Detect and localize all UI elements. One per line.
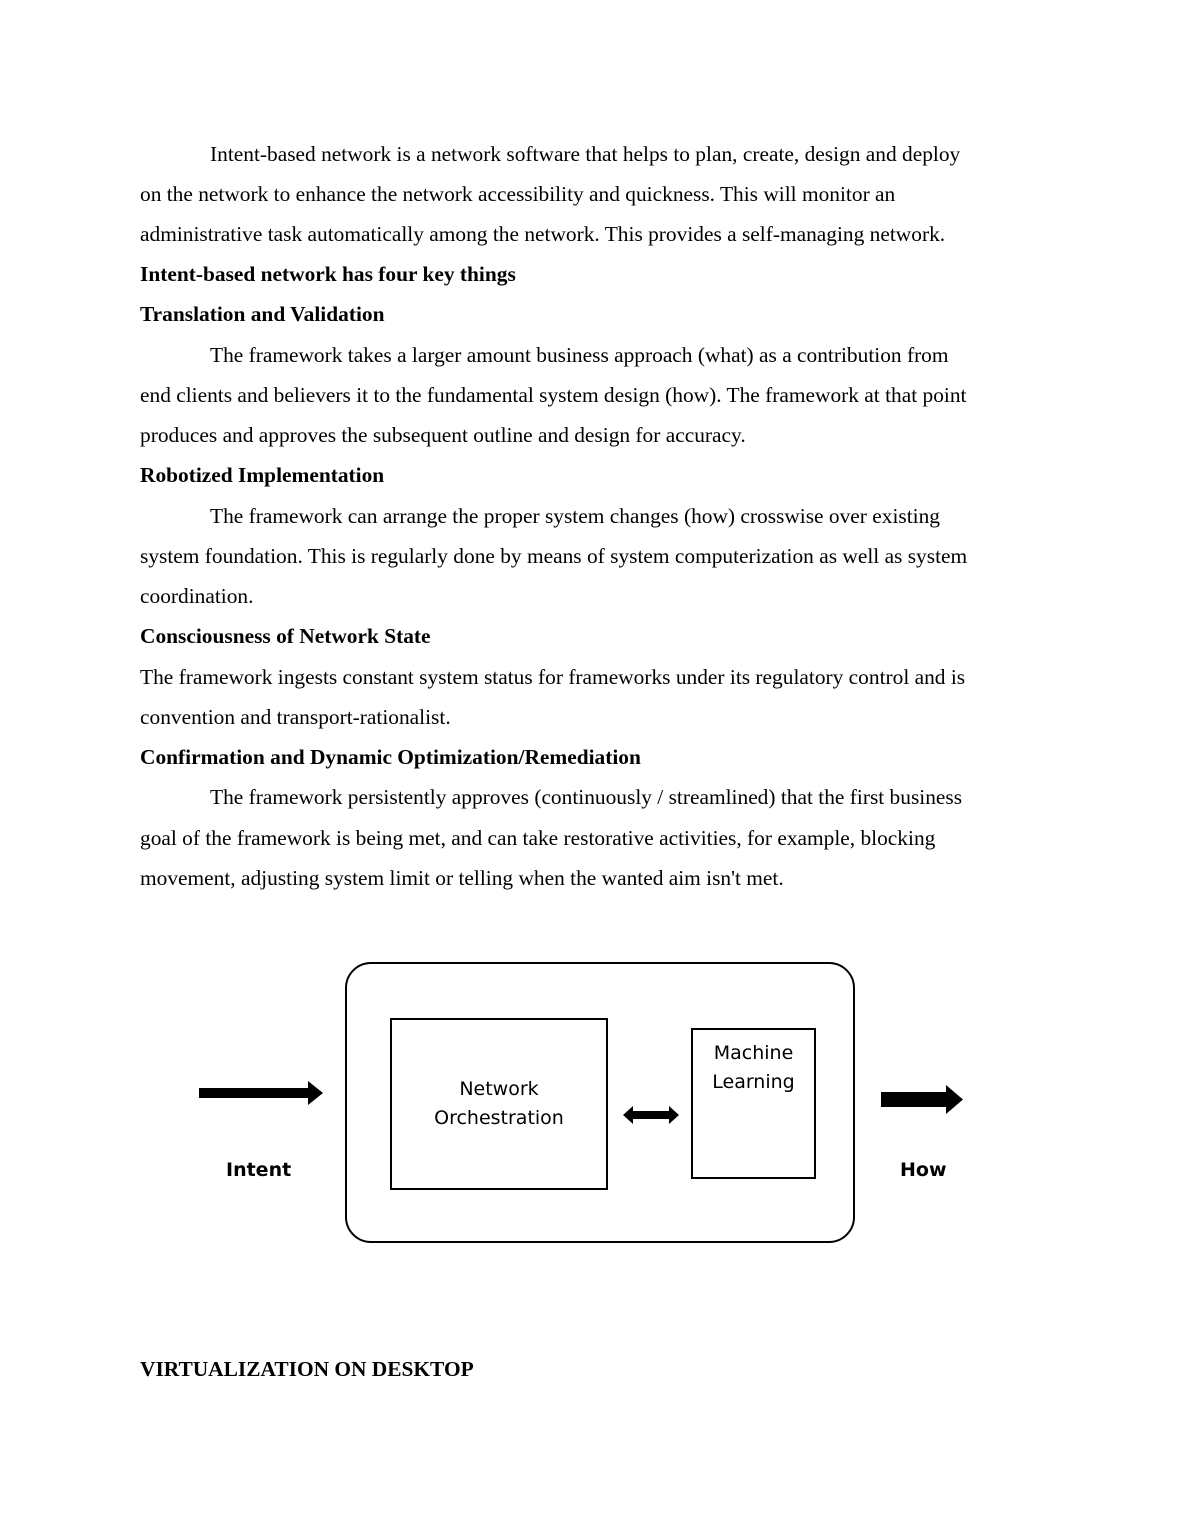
confirmation-line-1: The framework persistently approves (con… xyxy=(210,785,963,809)
intent-label: Intent xyxy=(226,1159,292,1181)
network-orchestration-label-line-2: Orchestration xyxy=(434,1107,564,1129)
how-label: How xyxy=(900,1159,947,1181)
robotized-line-3: coordination. xyxy=(140,584,254,608)
machine-learning-label-line-2: Learning xyxy=(712,1071,795,1093)
heading-consciousness-network-state: Consciousness of Network State xyxy=(140,624,431,648)
machine-learning-box: Machine Learning xyxy=(691,1028,816,1179)
robotized-line-1: The framework can arrange the proper sys… xyxy=(210,504,940,528)
intro-line-1: Intent-based network is a network softwa… xyxy=(210,142,961,166)
heading-four-key-things: Intent-based network has four key things xyxy=(140,262,516,286)
intent-arrow-icon xyxy=(199,1081,323,1105)
heading-robotized-implementation: Robotized Implementation xyxy=(140,463,385,487)
intro-line-2: on the network to enhance the network ac… xyxy=(140,182,896,206)
machine-learning-label-line-1: Machine xyxy=(713,1042,794,1064)
intro-line-3: administrative task automatically among … xyxy=(140,222,946,246)
bidirectional-arrow-icon xyxy=(623,1106,679,1124)
heading-translation-validation: Translation and Validation xyxy=(140,302,385,326)
consciousness-line-1: The framework ingests constant system st… xyxy=(140,665,966,689)
robotized-line-2: system foundation. This is regularly don… xyxy=(140,544,968,568)
translation-line-1: The framework takes a larger amount busi… xyxy=(210,343,949,367)
confirmation-line-3: movement, adjusting system limit or tell… xyxy=(140,866,784,890)
section-heading-virtualization: VIRTUALIZATION ON DESKTOP xyxy=(140,1357,474,1381)
consciousness-line-2: convention and transport-rationalist. xyxy=(140,705,451,729)
system-container-box xyxy=(345,962,855,1243)
translation-line-3: produces and approves the subsequent out… xyxy=(140,423,746,447)
network-orchestration-label-line-1: Network xyxy=(459,1078,539,1100)
confirmation-line-2: goal of the framework is being met, and … xyxy=(140,826,936,850)
heading-confirmation-optimization: Confirmation and Dynamic Optimization/Re… xyxy=(140,745,641,769)
network-orchestration-box: Network Orchestration xyxy=(390,1018,608,1190)
how-arrow-icon xyxy=(881,1085,963,1114)
translation-line-2: end clients and believers it to the fund… xyxy=(140,383,967,407)
